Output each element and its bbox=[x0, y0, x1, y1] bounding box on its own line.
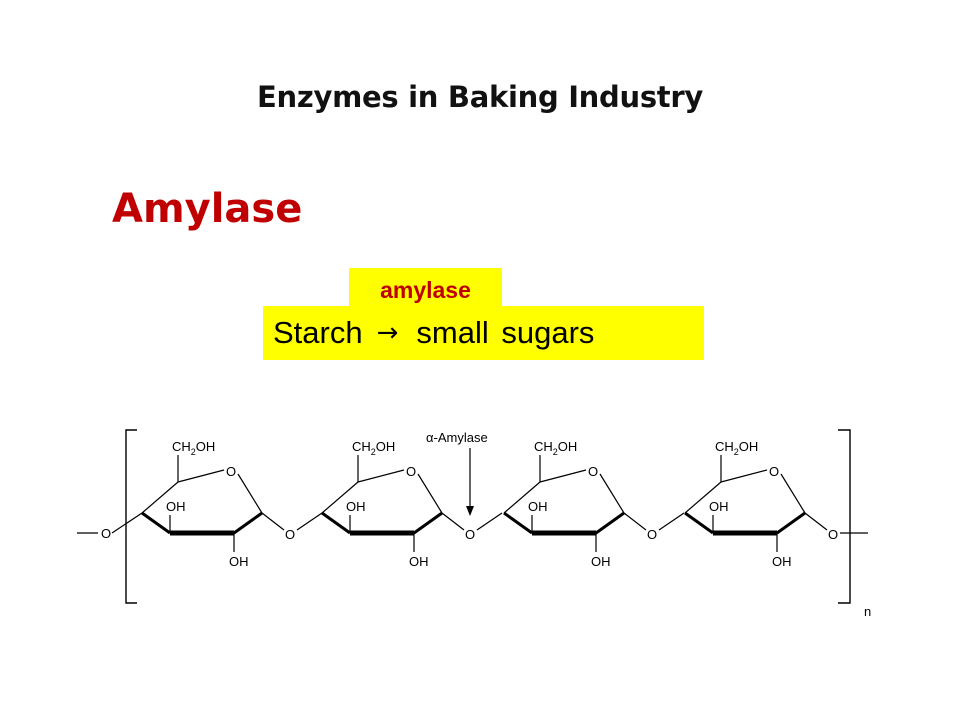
glycosidic-oxygen: O bbox=[465, 527, 475, 542]
ring-oxygen: O bbox=[226, 464, 236, 479]
ring-front-bond bbox=[233, 511, 263, 535]
left-terminal-oxygen: O bbox=[101, 526, 111, 541]
hydroxyl-upper: OH bbox=[528, 499, 548, 514]
ch2oh-subscript: 2 bbox=[553, 447, 558, 457]
ring-front-bond bbox=[684, 511, 714, 535]
glycosidic-bond bbox=[804, 512, 828, 531]
hydroxyl-lower: OH bbox=[772, 554, 792, 569]
hydroxyl-upper: OH bbox=[346, 499, 366, 514]
ring-bond bbox=[237, 473, 263, 514]
reaction-arrow-icon: → bbox=[376, 318, 399, 348]
ring-front-bond bbox=[503, 511, 533, 535]
ring-front-bond bbox=[413, 511, 443, 535]
ch2oh-label: CH2OH bbox=[172, 439, 215, 457]
glycosidic-bond bbox=[623, 512, 647, 531]
reaction-box: Starch → small sugars bbox=[263, 306, 704, 360]
glycosidic-bond bbox=[476, 512, 503, 531]
ring-bond bbox=[503, 481, 541, 514]
glycosidic-bond bbox=[296, 512, 323, 531]
ring-bond bbox=[141, 481, 179, 514]
enzyme-label: amylase bbox=[380, 277, 471, 303]
ch2oh-label: CH2OH bbox=[715, 439, 758, 457]
ring-front-bond bbox=[595, 511, 625, 535]
ring-bond bbox=[720, 469, 768, 483]
reaction-product: small sugars bbox=[416, 315, 595, 350]
hydroxyl-lower: OH bbox=[409, 554, 429, 569]
right-repeat-bracket bbox=[838, 429, 851, 604]
hydroxyl-upper: OH bbox=[709, 499, 729, 514]
ch2oh-tail: OH bbox=[739, 439, 759, 454]
ring-front-bond bbox=[776, 511, 806, 535]
enzyme-label-box: amylase bbox=[349, 268, 502, 308]
ch2oh-main: CH bbox=[534, 439, 553, 454]
ch2oh-subscript: 2 bbox=[191, 447, 196, 457]
glycosidic-oxygen: O bbox=[828, 527, 838, 542]
hydroxyl-lower: OH bbox=[591, 554, 611, 569]
glycosidic-bond bbox=[441, 512, 465, 531]
repeat-subscript: n bbox=[864, 604, 871, 619]
ring-bond bbox=[177, 469, 225, 483]
ch2oh-main: CH bbox=[352, 439, 371, 454]
ring-oxygen: O bbox=[406, 464, 416, 479]
ring-bond bbox=[321, 481, 359, 514]
slide-title: Enzymes in Baking Industry bbox=[257, 80, 703, 114]
ch2oh-tail: OH bbox=[558, 439, 578, 454]
ring-front-bond bbox=[321, 511, 351, 535]
ch2oh-tail: OH bbox=[196, 439, 216, 454]
glycosidic-oxygen: O bbox=[647, 527, 657, 542]
glycosidic-oxygen: O bbox=[285, 527, 295, 542]
left-repeat-bracket bbox=[125, 429, 137, 604]
ring-oxygen: O bbox=[588, 464, 598, 479]
glycosidic-bond bbox=[261, 512, 285, 531]
ch2oh-label: CH2OH bbox=[534, 439, 577, 457]
ch2oh-subscript: 2 bbox=[371, 447, 376, 457]
hydroxyl-upper: OH bbox=[166, 499, 186, 514]
ch2oh-subscript: 2 bbox=[734, 447, 739, 457]
ring-bond bbox=[684, 481, 722, 514]
reaction-substrate: Starch bbox=[273, 315, 363, 350]
ring-bond bbox=[357, 469, 405, 483]
cleavage-arrow-icon bbox=[466, 506, 474, 516]
hydroxyl-lower: OH bbox=[229, 554, 249, 569]
ring-bond bbox=[539, 469, 587, 483]
ch2oh-main: CH bbox=[172, 439, 191, 454]
ring-oxygen: O bbox=[769, 464, 779, 479]
enzyme-heading: Amylase bbox=[112, 186, 303, 232]
left-terminal-link bbox=[111, 512, 143, 534]
ch2oh-label: CH2OH bbox=[352, 439, 395, 457]
glucose-units: CH2OHOOHOHOCH2OHOOHOHOCH2OHOOHOHOCH2OHOO… bbox=[141, 439, 838, 569]
ring-bond bbox=[417, 473, 443, 514]
alpha-amylase-label: α-Amylase bbox=[426, 430, 488, 445]
ch2oh-tail: OH bbox=[376, 439, 396, 454]
ring-bond bbox=[780, 473, 806, 514]
ch2oh-main: CH bbox=[715, 439, 734, 454]
ring-bond bbox=[599, 473, 625, 514]
glycosidic-bond bbox=[658, 512, 685, 531]
ring-front-bond bbox=[141, 511, 171, 535]
